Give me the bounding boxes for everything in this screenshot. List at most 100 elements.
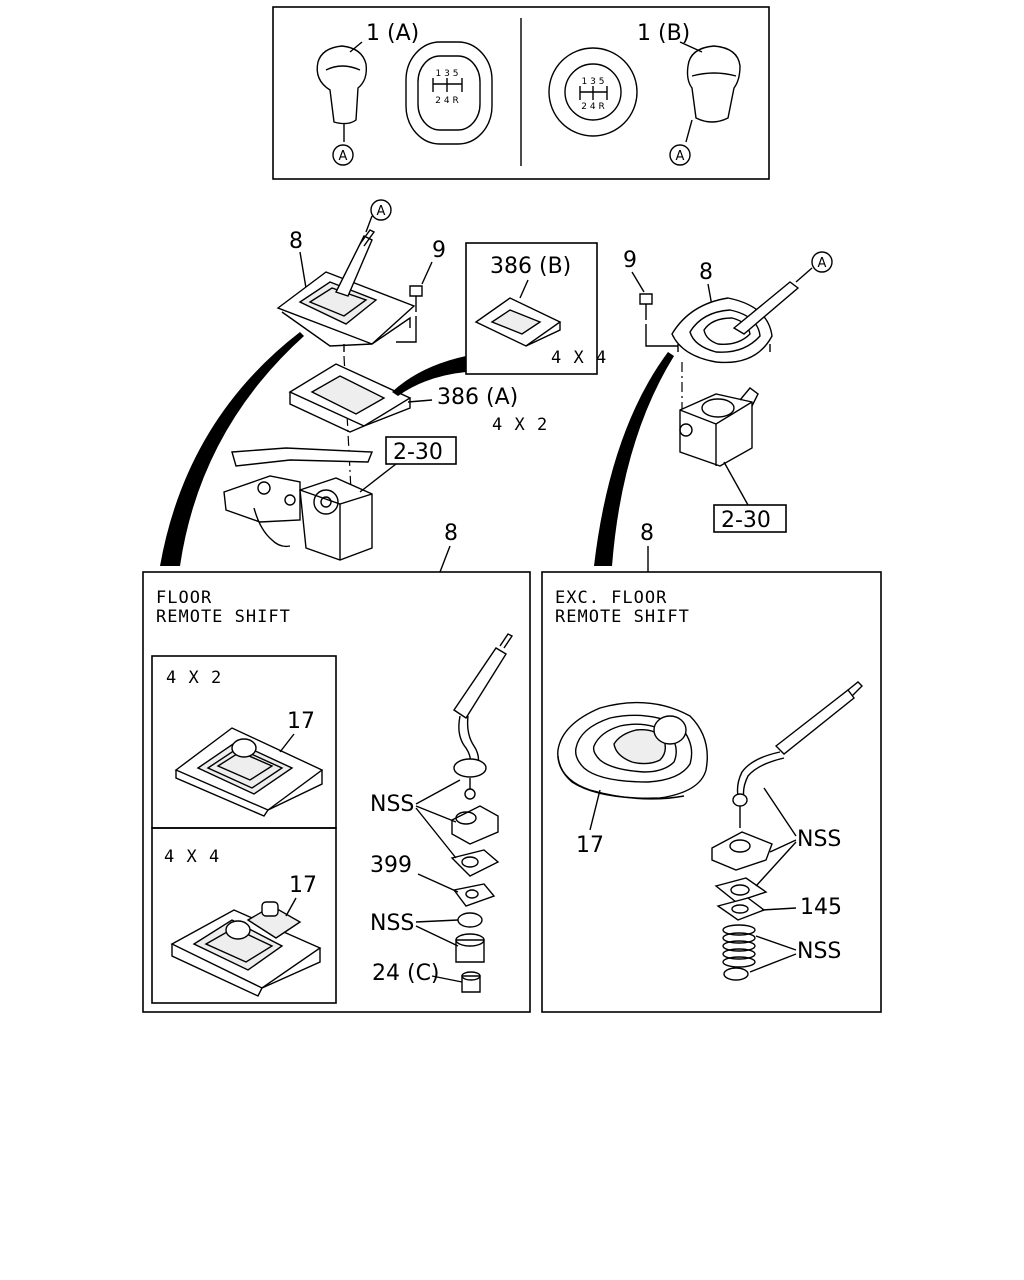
shift-pattern-bottom-right: 2 4 R — [581, 102, 604, 112]
leader-left-part-9 — [421, 261, 433, 285]
gasket-icon — [450, 849, 500, 877]
ref-a-right: A — [676, 149, 685, 164]
shift-pattern-bottom-left: 2 4 R — [435, 96, 458, 106]
leader-nss2-a — [415, 919, 459, 923]
floor-panel-frame — [142, 571, 531, 1013]
floor-title-line2: REMOTE SHIFT — [156, 607, 291, 627]
knob-top-view-rounded-icon: 1 3 5 2 4 R — [405, 41, 493, 145]
exc-title-line1: EXC. FLOOR — [555, 588, 667, 608]
exc-nss-2: NSS — [797, 939, 841, 964]
ref-a-circle-left — [332, 144, 354, 166]
left-part-9-label: 9 — [432, 238, 446, 263]
floor-part-17-b: 17 — [289, 873, 317, 898]
floor-part-399: 399 — [370, 853, 412, 878]
washer-exc-icon — [723, 967, 749, 981]
ref-a-circle-left-assy — [370, 199, 392, 221]
exc-part-17: 17 — [576, 833, 604, 858]
rubber-boot-right-icon — [671, 281, 800, 364]
leader-exc-nss2-b — [749, 953, 797, 973]
shift-boot-plate-icon — [276, 229, 416, 352]
leader-exc-nss1-b — [769, 839, 797, 853]
top-panel-frame — [272, 6, 770, 180]
inset-swoosh-arrow — [392, 356, 466, 396]
leader-right-part-9 — [631, 271, 645, 293]
right-bolt-path — [645, 324, 678, 347]
lever-seat-icon — [451, 805, 499, 845]
leader-left-2-30 — [359, 463, 397, 493]
floor-nss-2: NSS — [370, 911, 414, 936]
bolt-icon — [409, 285, 423, 312]
plate-386b-icon — [474, 297, 562, 347]
leader-knob-a — [349, 41, 363, 53]
variant-4x4-label: 4 X 4 — [164, 847, 220, 867]
gasket-exc-icon — [714, 877, 768, 903]
part-386a-variant: 4 X 2 — [492, 415, 548, 435]
leader-386a — [407, 399, 433, 403]
shift-pattern-top-left: 1 3 5 — [436, 69, 459, 79]
exc-part-145: 145 — [800, 895, 842, 920]
leader-nss2-b — [415, 925, 459, 947]
part-386b-variant: 4 X 4 — [551, 348, 607, 368]
spring-icon — [722, 924, 756, 968]
ref-a-circle-right-assy — [811, 251, 833, 273]
top-panel: 1 (A) A 1 3 5 2 4 R 1 3 5 2 4 R — [272, 6, 770, 180]
shift-tower-icon — [679, 387, 759, 467]
shift-knob-b-icon — [685, 45, 741, 143]
leader-386b — [519, 279, 529, 299]
leader-17-b — [285, 897, 297, 917]
exc-title-line2: REMOTE SHIFT — [555, 607, 690, 627]
leader-left-ref-a — [365, 215, 373, 233]
floor-title-line1: FLOOR — [156, 588, 212, 608]
boot-4x4-icon — [170, 901, 322, 997]
right-part-8-label: 8 — [699, 260, 713, 285]
floor-part-24c: 24 (C) — [372, 961, 440, 986]
leader-exc-17 — [589, 789, 601, 831]
bushing-icon — [455, 933, 485, 963]
leader-right-ref-a — [795, 267, 813, 283]
left-assy-ref-a: A — [377, 204, 386, 219]
ref-2-30-left-box — [385, 436, 457, 465]
leader-17-a — [279, 733, 295, 753]
left-bolt-path — [396, 316, 417, 343]
ref-a-left: A — [339, 149, 348, 164]
inset-386b-frame — [465, 242, 598, 375]
leader-nss1-c — [415, 807, 457, 859]
left-part-8-label: 8 — [289, 229, 303, 254]
shift-pattern-top-right: 1 3 5 — [582, 77, 605, 87]
washer-icon — [457, 912, 483, 928]
leader-exc-nss1-c — [755, 841, 797, 887]
right-assembly: 9 8 A 2-30 — [594, 248, 833, 572]
leader-145 — [761, 907, 797, 911]
variant-4x4-frame — [151, 827, 337, 1004]
right-swoosh-arrow — [594, 352, 674, 566]
floor-remote-shift-panel: FLOOR REMOTE SHIFT 4 X 2 4 X 4 17 17 — [142, 571, 531, 1013]
leader-24c — [431, 975, 463, 983]
bolt-right-icon — [639, 293, 653, 320]
shift-lever-exc-icon — [732, 681, 863, 828]
rubber-boot-exc-icon — [557, 701, 708, 800]
plate-386a-icon — [288, 363, 412, 433]
knob-a-label: 1 (A) — [366, 21, 419, 46]
right-callout-8: 8 — [640, 521, 654, 546]
leader-knob-b — [679, 41, 703, 53]
clip-24c-icon — [461, 971, 481, 993]
exc-nss-1: NSS — [797, 827, 841, 852]
exc-panel-frame — [541, 571, 882, 1013]
leader-left-part-8 — [299, 251, 307, 289]
ref-2-30-right-box — [713, 504, 787, 533]
transmission-housing-icon — [223, 447, 374, 561]
leader-399 — [417, 873, 459, 893]
right-assy-ref-a: A — [818, 256, 827, 271]
lever-seat-exc-icon — [711, 831, 773, 871]
shift-lever-floor-icon — [453, 633, 514, 800]
leader-exc-nss1-a — [763, 787, 797, 837]
left-swoosh-arrow — [160, 332, 304, 566]
variant-4x2-label: 4 X 2 — [166, 668, 222, 688]
floor-part-17-a: 17 — [287, 709, 315, 734]
leader-right-2-30 — [723, 461, 749, 506]
part-386a-label: 386 (A) — [437, 385, 518, 410]
boot-4x2-icon — [174, 727, 324, 817]
plate-399-icon — [452, 883, 496, 907]
leader-left-callout-8 — [439, 545, 451, 573]
